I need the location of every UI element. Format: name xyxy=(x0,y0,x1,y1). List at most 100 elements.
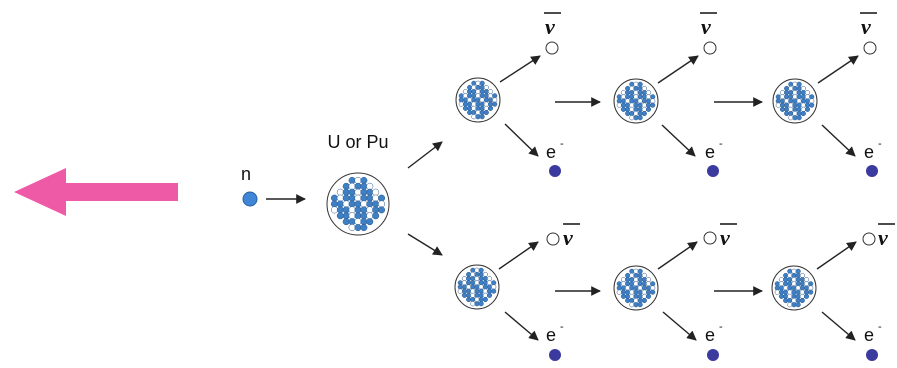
nucleon xyxy=(348,182,356,190)
nucleon xyxy=(620,98,627,104)
nucleon xyxy=(620,94,627,100)
nucleon xyxy=(787,277,793,283)
nucleon xyxy=(799,285,805,291)
nucleon xyxy=(372,200,380,208)
nucleon xyxy=(625,85,631,92)
nucleon xyxy=(645,106,652,112)
nucleon xyxy=(342,206,350,214)
nucleon xyxy=(796,81,802,87)
nucleon xyxy=(800,102,806,108)
nucleon xyxy=(795,297,801,304)
nucleon xyxy=(467,101,473,107)
nucleon xyxy=(629,98,635,104)
nucleon xyxy=(336,188,344,196)
nucleon xyxy=(378,206,386,214)
nucleon xyxy=(778,293,785,299)
nucleon xyxy=(800,106,806,112)
nucleon xyxy=(458,101,464,107)
nucleon xyxy=(475,105,481,111)
nucleon xyxy=(470,296,476,303)
nucleon xyxy=(625,102,631,108)
nucleon xyxy=(470,280,476,286)
nucleon xyxy=(637,297,643,304)
upper-nucleus-1 xyxy=(455,77,501,123)
lower-2-antineutrino-arrow xyxy=(657,241,698,270)
big-left-arrow xyxy=(14,168,178,216)
nucleon xyxy=(348,176,356,184)
nucleon xyxy=(483,93,489,99)
nucleon xyxy=(470,267,476,273)
nucleon xyxy=(791,289,797,295)
lower-1-antineutrino-dot xyxy=(546,232,560,246)
nucleon xyxy=(803,285,810,291)
nucleon xyxy=(629,90,635,96)
nucleon xyxy=(795,293,801,299)
nucleon xyxy=(809,98,815,104)
lower-2-antineutrino-dot xyxy=(703,231,717,245)
nucleon xyxy=(348,200,356,208)
nucleon xyxy=(483,109,489,116)
nucleon xyxy=(625,285,631,291)
nucleon xyxy=(783,297,789,304)
nucleon xyxy=(783,272,789,279)
nucleon xyxy=(471,93,477,99)
nucleon xyxy=(796,106,802,112)
nucleon xyxy=(491,284,497,290)
nucleon xyxy=(633,85,639,92)
nucleon xyxy=(482,276,488,282)
lower-nucleus-1 xyxy=(454,264,500,310)
upper-nucleus-2 xyxy=(613,78,659,124)
nucleon xyxy=(457,280,463,286)
nucleon xyxy=(803,293,810,299)
nucleon xyxy=(478,267,484,273)
nucleon xyxy=(336,212,344,220)
nucleon xyxy=(478,301,484,307)
nucleon xyxy=(783,281,789,287)
nucleon xyxy=(637,85,643,92)
upper-2-electron-arrow xyxy=(661,124,696,157)
nucleon xyxy=(633,106,639,112)
nucleon xyxy=(487,101,494,107)
nucleon xyxy=(796,94,802,100)
nucleon xyxy=(360,200,368,208)
nucleon xyxy=(629,106,635,112)
nucleon xyxy=(366,194,374,202)
nucleon xyxy=(637,106,643,112)
nucleon xyxy=(620,285,627,291)
nucleon xyxy=(804,102,811,108)
neutron-label: n xyxy=(241,164,251,184)
nucleon xyxy=(478,288,484,294)
nucleon xyxy=(462,105,469,111)
big-left-arrow-shape xyxy=(14,168,178,216)
nucleon xyxy=(784,94,790,100)
nucleon xyxy=(808,285,814,291)
nucleon xyxy=(492,93,498,99)
nucleon xyxy=(467,93,473,99)
nucleon xyxy=(491,280,497,286)
nucleon xyxy=(799,289,805,295)
nucleon xyxy=(620,106,627,112)
nucleon xyxy=(486,276,493,282)
nucleon xyxy=(487,105,494,111)
nucleon xyxy=(366,182,374,190)
nucleon xyxy=(637,110,643,117)
nucleon xyxy=(360,194,368,202)
nucleon xyxy=(471,80,477,86)
nucleon xyxy=(645,293,652,299)
lower-2-electron-dot xyxy=(707,349,719,361)
nucleon xyxy=(637,281,643,287)
nucleon xyxy=(637,289,643,295)
nucleon xyxy=(641,289,647,295)
lower-decay-chain: ν e - ν e - ν e - xyxy=(454,223,895,361)
nucleon xyxy=(360,224,368,232)
nucleon xyxy=(625,272,631,279)
nucleon xyxy=(796,90,802,96)
nucleon xyxy=(479,89,485,95)
nucleon xyxy=(466,271,472,278)
nucleon xyxy=(791,285,797,291)
nucleon xyxy=(795,277,801,283)
nucleon xyxy=(774,285,780,291)
arrow-parent-to-upper xyxy=(407,141,443,169)
nucleon xyxy=(637,94,643,100)
nucleon xyxy=(792,115,798,121)
